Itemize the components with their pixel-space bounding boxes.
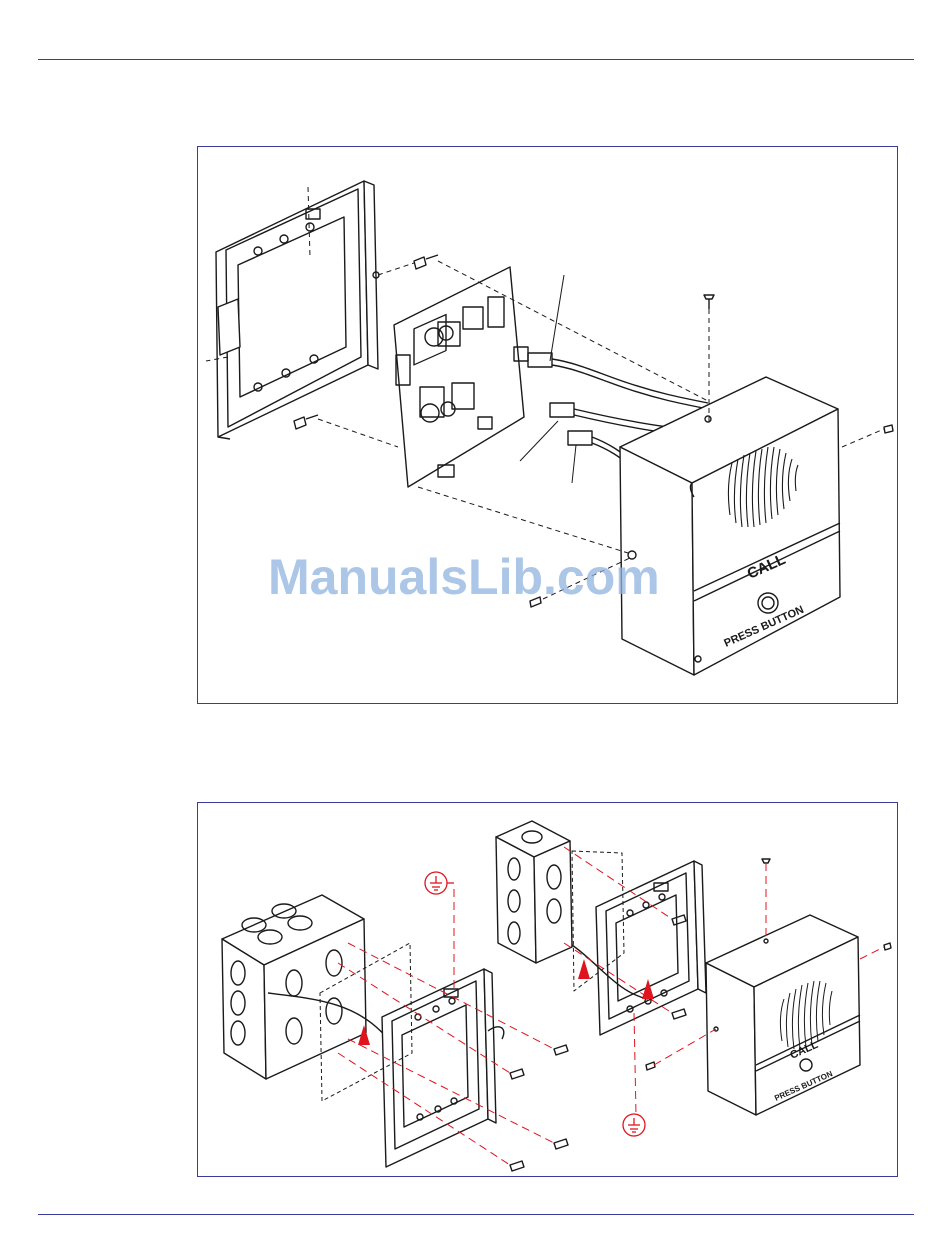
bottom-rule xyxy=(38,1214,914,1215)
circuit-board xyxy=(394,267,528,487)
backbox-mounting-drawing: CALL PRESS BUTTON xyxy=(198,803,898,1177)
double-gang-box xyxy=(222,895,388,1079)
figure-exploded-assembly: CALL PRESS BUTTON xyxy=(197,146,898,704)
ground-symbol-icon xyxy=(425,872,454,894)
intercom-enclosure xyxy=(620,377,840,675)
top-rule xyxy=(38,59,914,60)
mounting-plate xyxy=(216,181,379,439)
right-mounting-plate xyxy=(572,861,706,1035)
figure-backbox-mounting: CALL PRESS BUTTON xyxy=(197,802,898,1177)
single-gang-box xyxy=(496,821,572,963)
exploded-assembly-drawing: CALL PRESS BUTTON xyxy=(198,147,898,704)
left-mounting-plate xyxy=(382,969,504,1167)
ground-symbol-icon xyxy=(623,1114,645,1136)
leader-lines xyxy=(520,275,576,483)
small-intercom xyxy=(706,915,860,1115)
watermark: ManualsLib.com xyxy=(268,548,660,606)
